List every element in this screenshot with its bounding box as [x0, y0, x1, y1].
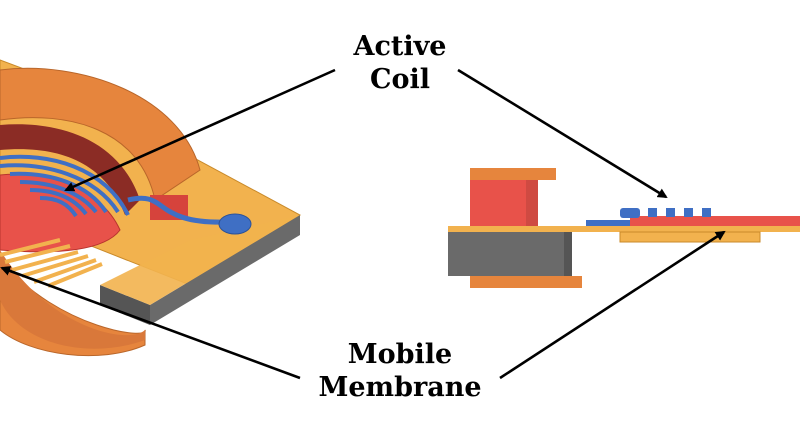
active-coil-label-line1: Active — [353, 31, 447, 62]
coil-spiral — [0, 154, 130, 218]
blue-trace — [586, 220, 630, 226]
lower-membrane-pad — [619, 231, 761, 243]
mobile-membrane-label-line2: Membrane — [318, 372, 482, 403]
active-coil-label-line2: Coil — [369, 64, 430, 95]
coil-base — [620, 208, 640, 218]
inner-groove — [0, 124, 140, 215]
ring-top-cap — [470, 168, 556, 180]
membrane-arrow-left — [0, 266, 301, 380]
membrane-spokes — [0, 238, 103, 288]
isometric-view — [0, 59, 301, 357]
membrane-arrow-right — [499, 230, 726, 380]
outer-ring-left — [0, 250, 145, 349]
coil-turns-section — [648, 208, 711, 217]
callout-arrows — [0, 68, 726, 380]
base-plate-side-front — [100, 285, 150, 325]
cross-section-view — [448, 168, 800, 288]
mobile-membrane-label-line1: Mobile — [347, 339, 453, 370]
active-coil-label: Active Coil — [330, 30, 470, 96]
coil-arrow-left — [64, 68, 336, 192]
magnet-block — [470, 180, 526, 226]
mobile-membrane-label: Mobile Membrane — [300, 338, 500, 404]
outer-ring-top — [0, 67, 201, 201]
membrane-layer — [448, 226, 800, 232]
magnet-side — [526, 180, 538, 226]
base-block — [448, 232, 564, 276]
ring-bottom-cap — [470, 276, 582, 288]
coil-arrow-right — [457, 68, 668, 199]
coil-pad — [218, 213, 252, 235]
red-strip — [630, 216, 800, 226]
base-plate-front-top — [100, 215, 300, 305]
coil-lead — [127, 195, 231, 225]
base-block-side — [564, 232, 572, 276]
base-plate-side-right — [150, 215, 300, 325]
